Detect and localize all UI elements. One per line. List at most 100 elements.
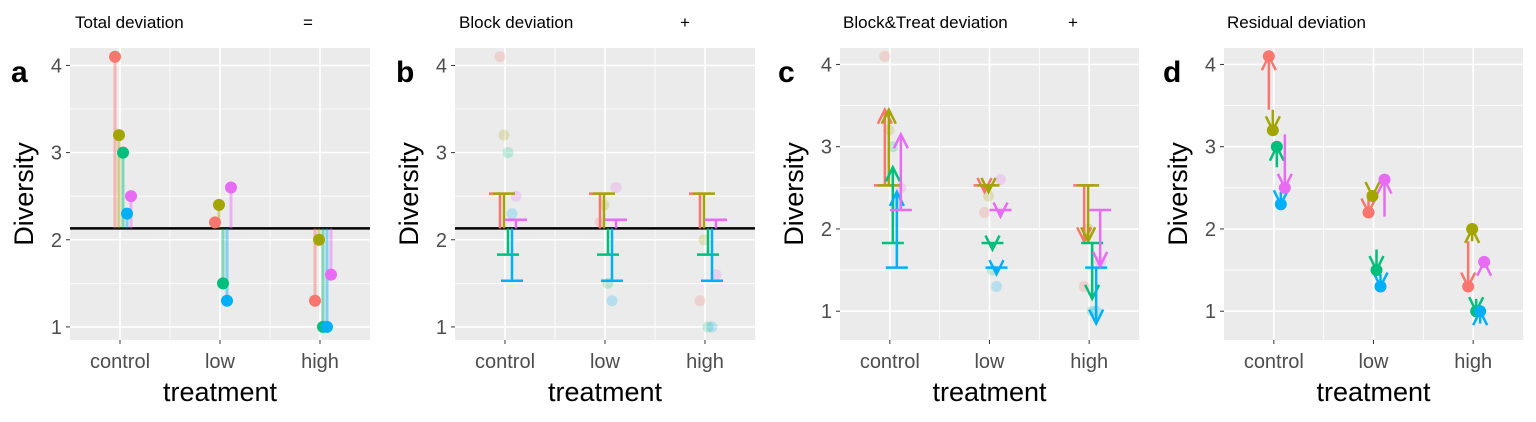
- y-axis-title: Diversity: [1163, 142, 1193, 246]
- data-point: [1370, 264, 1383, 277]
- x-tick-label: low: [974, 351, 1005, 373]
- x-tick-label: high: [686, 351, 724, 373]
- panel-d: Residual deviation d: [1163, 13, 1366, 89]
- x-axis-title: treatment: [1316, 377, 1431, 407]
- plot-c: 1 2 3 4 control low high treatment Diversity: [779, 48, 1139, 407]
- panel-a: Total deviation = a: [11, 13, 313, 89]
- x-tick-label: low: [205, 351, 236, 373]
- data-point: [221, 294, 233, 307]
- panel-c-operator: +: [1068, 13, 1078, 32]
- faded-point: [506, 208, 518, 220]
- deviation-arrow-head: [988, 259, 1005, 277]
- deviation-arrow-head: [1080, 226, 1097, 245]
- panel-d-letter: d: [1163, 56, 1181, 89]
- data-point: [213, 198, 225, 211]
- data-point: [313, 233, 325, 246]
- x-tick-label: control: [1244, 351, 1304, 373]
- data-point: [1374, 280, 1387, 293]
- faded-point: [606, 295, 618, 307]
- y-tick-label: 3: [51, 143, 62, 165]
- panel-c: Block&Treat deviation + c: [778, 13, 1078, 89]
- data-point: [125, 190, 137, 203]
- data-point: [225, 181, 237, 194]
- data-point: [109, 50, 121, 63]
- panel-c-title: Block&Treat deviation: [843, 13, 1008, 32]
- deviation-arrow-head: [884, 164, 901, 182]
- y-tick-label: 4: [821, 54, 832, 76]
- panel-b: Block deviation + b: [396, 13, 690, 89]
- data-point: [1366, 190, 1379, 203]
- data-point: [1462, 280, 1475, 293]
- faded-point: [879, 50, 891, 62]
- faded-point: [983, 190, 994, 202]
- faded-point: [706, 321, 718, 333]
- faded-point: [494, 51, 506, 63]
- faded-point: [610, 181, 622, 193]
- faded-point: [498, 129, 510, 141]
- y-tick-label: 2: [1205, 219, 1216, 241]
- data-point: [121, 207, 133, 220]
- deviation-arrow-head: [880, 106, 897, 125]
- data-point: [325, 268, 337, 281]
- y-tick-label: 1: [51, 317, 62, 339]
- data-point: [209, 216, 221, 229]
- faded-point: [502, 147, 514, 159]
- deviation-arrow-head: [1092, 251, 1109, 269]
- y-tick-label: 2: [51, 230, 62, 252]
- data-point: [117, 146, 129, 159]
- panel-a-title: Total deviation: [75, 13, 184, 32]
- x-axis-title: treatment: [548, 377, 663, 407]
- x-tick-label: low: [1358, 351, 1389, 373]
- panel-a-operator: =: [303, 13, 313, 32]
- data-point: [1270, 140, 1283, 153]
- plot-layer: 1 2 3 4 control low high treatment Diversity 1 2 3 4…: [9, 48, 1523, 407]
- y-tick-label: 2: [436, 230, 447, 252]
- data-point: [1362, 206, 1375, 219]
- x-tick-label: control: [860, 351, 920, 373]
- x-tick-label: high: [301, 351, 339, 373]
- data-point: [217, 277, 229, 290]
- faded-point: [979, 207, 990, 219]
- data-point: [1274, 198, 1287, 211]
- faded-point: [694, 295, 706, 307]
- y-tick-label: 4: [1205, 54, 1216, 76]
- data-point: [1478, 255, 1491, 268]
- panel-a-letter: a: [11, 56, 28, 89]
- data-point: [1474, 305, 1487, 318]
- y-tick-label: 2: [821, 219, 832, 241]
- panel-b-operator: +: [680, 13, 690, 32]
- y-tick-label: 1: [821, 301, 832, 323]
- panel-b-title: Block deviation: [459, 13, 573, 32]
- y-tick-label: 1: [436, 317, 447, 339]
- deviation-arrow-head: [984, 234, 1001, 253]
- deviation-arrow-head: [976, 177, 993, 195]
- panel-c-letter: c: [778, 56, 795, 89]
- faded-point: [991, 281, 1002, 293]
- x-tick-label: high: [1070, 351, 1108, 373]
- data-point: [1466, 222, 1479, 235]
- data-point: [1262, 50, 1275, 63]
- x-tick-label: control: [90, 351, 150, 373]
- faded-point: [702, 321, 714, 333]
- data-point: [113, 129, 125, 142]
- panel-d-title: Residual deviation: [1227, 13, 1366, 32]
- data-point: [1378, 173, 1391, 186]
- x-axis-title: treatment: [163, 377, 278, 407]
- deviation-arrow-head: [1088, 308, 1105, 327]
- data-point: [1266, 124, 1279, 137]
- y-tick-label: 3: [821, 137, 832, 159]
- y-axis-title: Diversity: [779, 142, 809, 246]
- panel-b-letter: b: [396, 56, 414, 89]
- y-axis-title: Diversity: [394, 142, 424, 246]
- y-tick-label: 4: [436, 55, 447, 77]
- x-axis-title: treatment: [932, 377, 1047, 407]
- y-tick-label: 3: [1205, 137, 1216, 159]
- data-point: [321, 320, 333, 333]
- deviation-arrow-head: [980, 177, 997, 195]
- data-point: [1278, 181, 1291, 194]
- y-axis-title: Diversity: [9, 142, 39, 246]
- x-tick-label: low: [590, 351, 621, 373]
